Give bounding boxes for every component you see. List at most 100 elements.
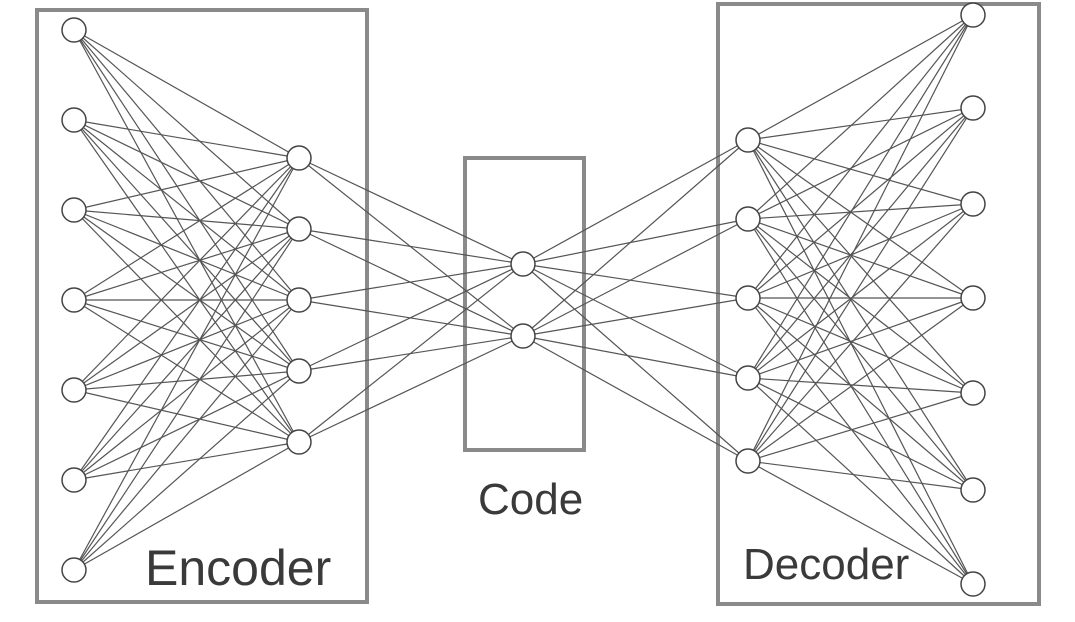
edge-input-6-to-encoder-hidden-0	[73, 157, 300, 571]
edge-input-5-to-encoder-hidden-2	[73, 299, 300, 481]
edge-decoder-hidden-3-to-output-3	[747, 297, 974, 379]
edge-encoder-hidden-4-to-code-1	[298, 335, 524, 443]
edge-input-2-to-encoder-hidden-2	[73, 209, 300, 301]
node-input-4	[61, 377, 87, 403]
edge-encoder-hidden-2-to-code-0	[298, 263, 524, 301]
edge-input-0-to-encoder-hidden-4	[73, 29, 300, 443]
node-encoder-hidden-4	[286, 429, 312, 455]
edge-input-3-to-encoder-hidden-1	[73, 228, 300, 301]
node-input-5	[61, 467, 87, 493]
node-decoder-hidden-0	[735, 127, 761, 153]
node-decoder-hidden-2	[735, 285, 761, 311]
edge-decoder-hidden-2-to-output-5	[747, 297, 974, 491]
edge-decoder-hidden-1-to-output-3	[747, 218, 974, 299]
edge-decoder-hidden-3-to-output-4	[747, 377, 974, 394]
edge-input-6-to-encoder-hidden-4	[73, 441, 300, 571]
decoder-label: Decoder	[743, 540, 909, 589]
edge-decoder-hidden-0-to-output-1	[747, 107, 974, 141]
edge-input-3-to-encoder-hidden-4	[73, 299, 300, 443]
edge-input-0-to-encoder-hidden-1	[73, 29, 300, 230]
edge-decoder-hidden-3-to-output-5	[747, 377, 974, 491]
edge-input-4-to-encoder-hidden-3	[73, 370, 300, 391]
edge-code-0-to-decoder-hidden-3	[522, 263, 749, 379]
edge-input-5-to-encoder-hidden-4	[73, 441, 300, 481]
connections	[73, 14, 974, 585]
node-input-2	[61, 197, 87, 223]
edge-decoder-hidden-4-to-output-1	[747, 107, 974, 462]
node-output-4	[960, 380, 986, 406]
node-code-1	[510, 323, 536, 349]
edge-decoder-hidden-3-to-output-6	[747, 377, 974, 585]
edge-input-5-to-encoder-hidden-0	[73, 157, 300, 481]
edge-code-0-to-decoder-hidden-4	[522, 263, 749, 462]
node-input-1	[61, 107, 87, 133]
edge-decoder-hidden-1-to-output-4	[747, 218, 974, 394]
edge-decoder-hidden-3-to-output-0	[747, 14, 974, 379]
edge-decoder-hidden-3-to-output-1	[747, 107, 974, 379]
encoder-label: Encoder	[145, 540, 331, 596]
node-encoder-hidden-2	[286, 287, 312, 313]
node-input-0	[61, 17, 87, 43]
edge-input-2-to-encoder-hidden-4	[73, 209, 300, 443]
edge-input-4-to-encoder-hidden-1	[73, 228, 300, 391]
edge-input-1-to-encoder-hidden-4	[73, 119, 300, 443]
edge-input-1-to-encoder-hidden-0	[73, 119, 300, 159]
edge-input-5-to-encoder-hidden-1	[73, 228, 300, 481]
edge-code-0-to-decoder-hidden-1	[522, 218, 749, 265]
edge-code-0-to-decoder-hidden-0	[522, 139, 749, 265]
edge-code-0-to-decoder-hidden-2	[522, 263, 749, 299]
edge-decoder-hidden-0-to-output-6	[747, 139, 974, 585]
edge-code-1-to-decoder-hidden-4	[522, 335, 749, 462]
edge-input-1-to-encoder-hidden-2	[73, 119, 300, 301]
edge-decoder-hidden-4-to-output-4	[747, 392, 974, 462]
edge-code-1-to-decoder-hidden-0	[522, 139, 749, 337]
edge-code-1-to-decoder-hidden-2	[522, 297, 749, 337]
edge-input-0-to-encoder-hidden-2	[73, 29, 300, 301]
edge-decoder-hidden-2-to-output-1	[747, 107, 974, 299]
code-label: Code	[478, 475, 583, 524]
edge-input-4-to-encoder-hidden-0	[73, 157, 300, 391]
node-encoder-hidden-1	[286, 216, 312, 242]
node-output-0	[960, 2, 986, 28]
edge-input-2-to-encoder-hidden-3	[73, 209, 300, 372]
edge-decoder-hidden-0-to-output-4	[747, 139, 974, 394]
node-input-6	[61, 557, 87, 583]
edge-code-1-to-decoder-hidden-1	[522, 218, 749, 337]
node-encoder-hidden-3	[286, 358, 312, 384]
edge-decoder-hidden-2-to-output-4	[747, 297, 974, 394]
edge-encoder-hidden-3-to-code-0	[298, 263, 524, 372]
edge-decoder-hidden-2-to-output-2	[747, 203, 974, 299]
edge-input-3-to-encoder-hidden-3	[73, 299, 300, 372]
edge-input-6-to-encoder-hidden-3	[73, 370, 300, 571]
edge-decoder-hidden-1-to-output-6	[747, 218, 974, 585]
edge-decoder-hidden-1-to-output-2	[747, 203, 974, 220]
edge-decoder-hidden-4-to-output-6	[747, 460, 974, 585]
edge-input-2-to-encoder-hidden-0	[73, 157, 300, 211]
edge-code-1-to-decoder-hidden-3	[522, 335, 749, 379]
edge-decoder-hidden-4-to-output-3	[747, 297, 974, 462]
edge-decoder-hidden-1-to-output-5	[747, 218, 974, 491]
neurons	[61, 2, 986, 597]
edge-encoder-hidden-1-to-code-0	[298, 228, 524, 265]
node-output-2	[960, 191, 986, 217]
encoder-box	[35, 8, 369, 604]
edge-input-3-to-encoder-hidden-0	[73, 157, 300, 301]
edge-input-4-to-encoder-hidden-2	[73, 299, 300, 391]
node-decoder-hidden-1	[735, 206, 761, 232]
node-encoder-hidden-0	[286, 145, 312, 171]
edge-decoder-hidden-4-to-output-5	[747, 460, 974, 491]
edge-decoder-hidden-4-to-output-0	[747, 14, 974, 462]
node-output-5	[960, 477, 986, 503]
node-input-3	[61, 287, 87, 313]
edge-decoder-hidden-0-to-output-5	[747, 139, 974, 491]
edge-encoder-hidden-0-to-code-0	[298, 157, 524, 265]
node-output-1	[960, 95, 986, 121]
edge-input-5-to-encoder-hidden-3	[73, 370, 300, 481]
edge-decoder-hidden-0-to-output-0	[747, 14, 974, 141]
node-output-6	[960, 571, 986, 597]
node-decoder-hidden-4	[735, 448, 761, 474]
node-decoder-hidden-3	[735, 365, 761, 391]
edge-decoder-hidden-1-to-output-1	[747, 107, 974, 220]
edge-decoder-hidden-0-to-output-2	[747, 139, 974, 205]
